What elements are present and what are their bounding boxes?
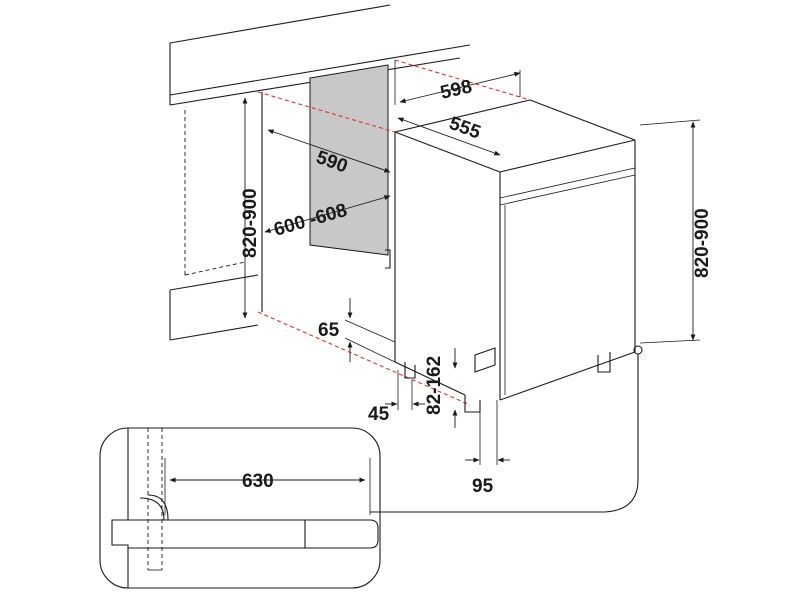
dim-label-598: 598 (438, 76, 474, 104)
dim-label-82-162: 82-162 (424, 356, 445, 415)
dim-label-555: 555 (446, 113, 483, 144)
dim-label-65: 65 (318, 320, 340, 341)
dim-label-45: 45 (368, 404, 390, 425)
dimension-plinth-65: 65 (318, 298, 396, 363)
cable-line (370, 345, 643, 513)
dimension-width-598: 598 (394, 60, 521, 105)
dimension-foot-45: 45 (368, 370, 425, 425)
dimension-height-right: 820-900 (639, 119, 713, 344)
dishwasher-body (394, 99, 636, 401)
dimension-plinth-82-162: 82-162 (424, 348, 458, 428)
dim-label-95: 95 (472, 476, 494, 497)
dim-label-height-left: 820-900 (240, 188, 261, 258)
detail-inset: 630 (99, 427, 381, 589)
dimension-foot-95: 95 (465, 400, 510, 497)
dimension-height-left: 820-900 (240, 97, 261, 319)
feet-and-plinth (394, 347, 611, 413)
dim-label-height-right: 820-900 (692, 208, 713, 278)
dim-label-630: 630 (242, 471, 274, 492)
